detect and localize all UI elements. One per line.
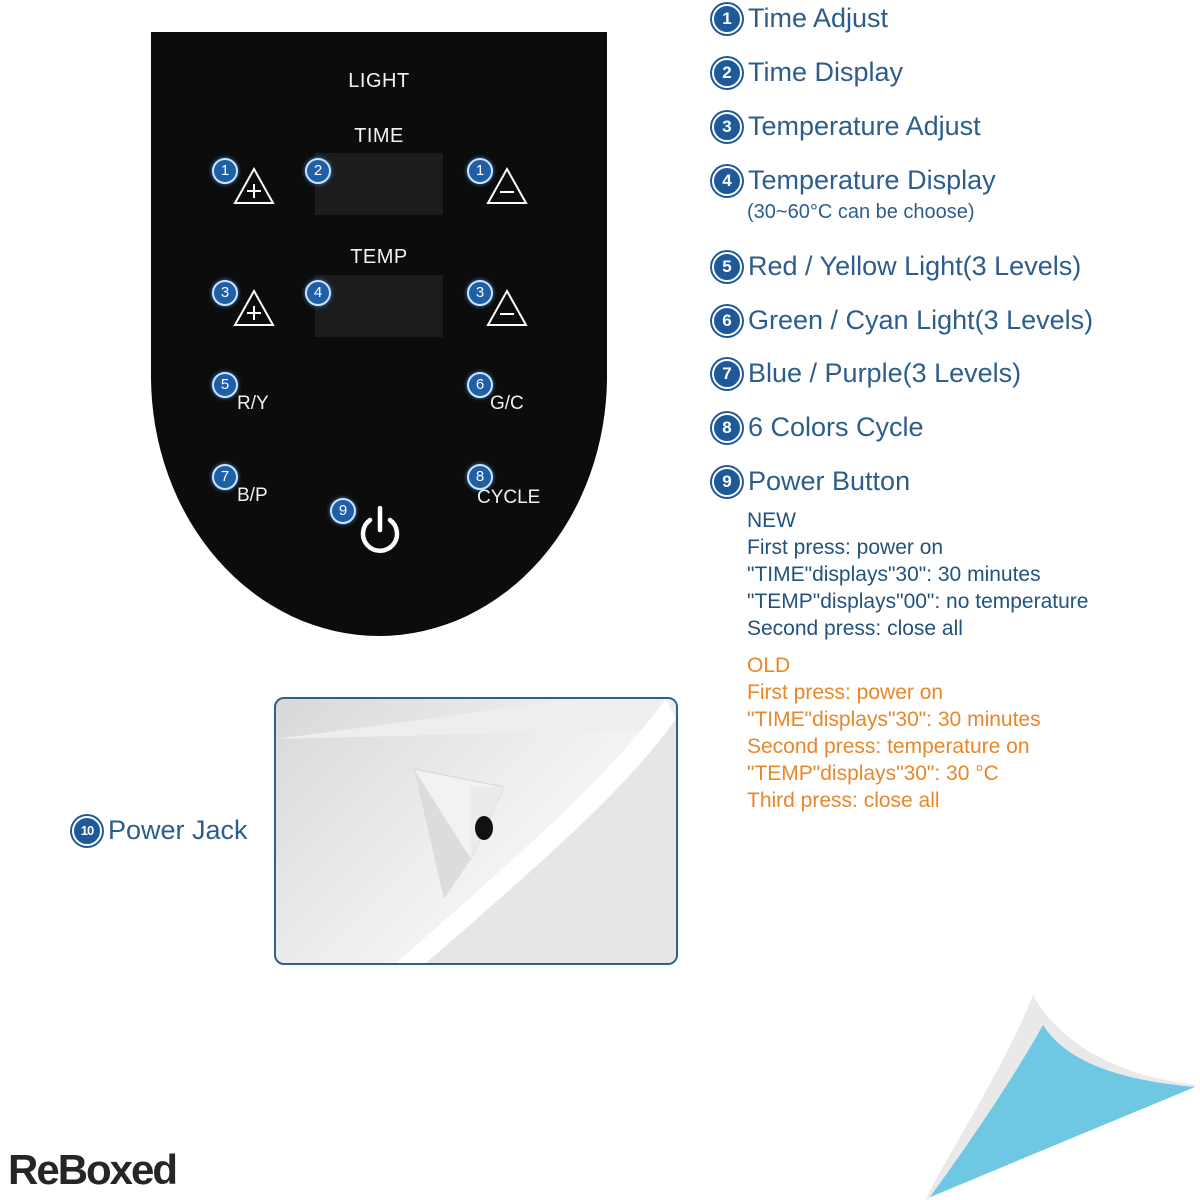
number-badge: 3 <box>712 111 742 142</box>
note-line: Second press: close all <box>747 617 963 640</box>
blue-purple-label: B/P <box>237 485 268 506</box>
legend-item-time-adjust: 1 Time Adjust <box>710 3 888 34</box>
time-label: TIME <box>354 125 404 147</box>
triangle-minus-icon <box>486 288 528 326</box>
legend-item-temperature-adjust: 3 Temperature Adjust <box>710 111 981 142</box>
number-badge: 8 <box>712 412 742 443</box>
legend-item-colors-cycle: 8 6 Colors Cycle <box>710 412 924 443</box>
number-badge: 7 <box>712 358 742 389</box>
logo-text: ReBoxed <box>8 1146 178 1193</box>
number-badge: 10 <box>72 815 102 846</box>
number-badge: 3 <box>212 280 238 306</box>
legend-item-temperature-display: 4 Temperature Display <box>710 165 996 196</box>
number-badge: 7 <box>212 464 238 490</box>
legend-item-blue-purple: 7 Blue / Purple(3 Levels) <box>710 358 1021 389</box>
number-badge: 4 <box>712 165 742 196</box>
number-badge: 3 <box>467 280 493 306</box>
number-badge: 9 <box>712 466 742 497</box>
note-line: First press: power on <box>747 681 944 704</box>
power-icon <box>360 506 400 553</box>
cycle-label: CYCLE <box>477 487 541 508</box>
number-badge: 1 <box>212 158 238 184</box>
legend-label: Time Adjust <box>748 3 889 33</box>
legend-label: Temperature Display <box>748 165 996 195</box>
legend-label: Power Button <box>748 466 911 496</box>
legend-item-power-button: 9 Power Button <box>710 466 910 497</box>
triangle-plus-icon <box>233 166 275 204</box>
number-badge: 6 <box>712 305 742 336</box>
red-yellow-label: R/Y <box>237 393 269 414</box>
power-jack-photo <box>274 697 678 965</box>
temp-label: TEMP <box>350 246 408 268</box>
legend-item-red-yellow: 5 Red / Yellow Light(3 Levels) <box>710 251 1081 282</box>
legend-label: Green / Cyan Light(3 Levels) <box>748 305 1094 335</box>
control-panel: LIGHT TIME TEMP 1 2 1 3 4 3 <box>151 32 607 636</box>
number-badge: 2 <box>712 57 742 88</box>
note-line: "TIME"displays"30": 30 minutes <box>747 708 1041 731</box>
number-badge: 1 <box>712 3 742 34</box>
light-label: LIGHT <box>348 70 410 92</box>
legend-label: Blue / Purple(3 Levels) <box>748 358 1022 388</box>
triangle-minus-icon <box>486 166 528 204</box>
legend-label: 6 Colors Cycle <box>748 412 924 442</box>
number-badge: 5 <box>712 251 742 282</box>
legend-item-power-jack: 10 Power Jack <box>70 815 248 846</box>
number-badge: 4 <box>305 280 331 306</box>
reboxed-logo: ReBoxed <box>8 1146 178 1194</box>
note-line: "TEMP"displays"00": no temperature <box>747 590 1089 613</box>
number-badge: 2 <box>305 158 331 184</box>
time-display: 2 <box>305 153 443 215</box>
green-cyan-label: G/C <box>490 393 524 414</box>
page-curl-graphic <box>925 995 1197 1200</box>
legend-item-green-cyan: 6 Green / Cyan Light(3 Levels) <box>710 305 1093 336</box>
legend-label: Power Jack <box>108 815 248 845</box>
power-jack-illustration <box>276 699 676 963</box>
legend-label: Time Display <box>748 57 904 87</box>
note-line: First press: power on <box>747 536 944 559</box>
jack-hole <box>475 816 493 840</box>
note-line: Second press: temperature on <box>747 735 1030 758</box>
note-line: "TEMP"displays"30": 30 °C <box>747 762 999 785</box>
legend-item-time-display: 2 Time Display <box>710 57 903 88</box>
number-badge: 5 <box>212 372 238 398</box>
legend-label: Temperature Adjust <box>748 111 981 141</box>
number-badge: 1 <box>467 158 493 184</box>
old-title: OLD <box>747 654 791 677</box>
temperature-range-note: (30~60°C can be choose) <box>747 201 975 223</box>
legend-label: Red / Yellow Light(3 Levels) <box>748 251 1082 281</box>
note-line: "TIME"displays"30": 30 minutes <box>747 563 1041 586</box>
temp-display: 4 <box>305 275 443 337</box>
note-line: Third press: close all <box>747 789 940 812</box>
new-title: NEW <box>747 509 796 532</box>
triangle-plus-icon <box>233 288 275 326</box>
number-badge: 6 <box>467 372 493 398</box>
number-badge: 9 <box>330 498 356 524</box>
number-badge: 8 <box>467 464 493 490</box>
